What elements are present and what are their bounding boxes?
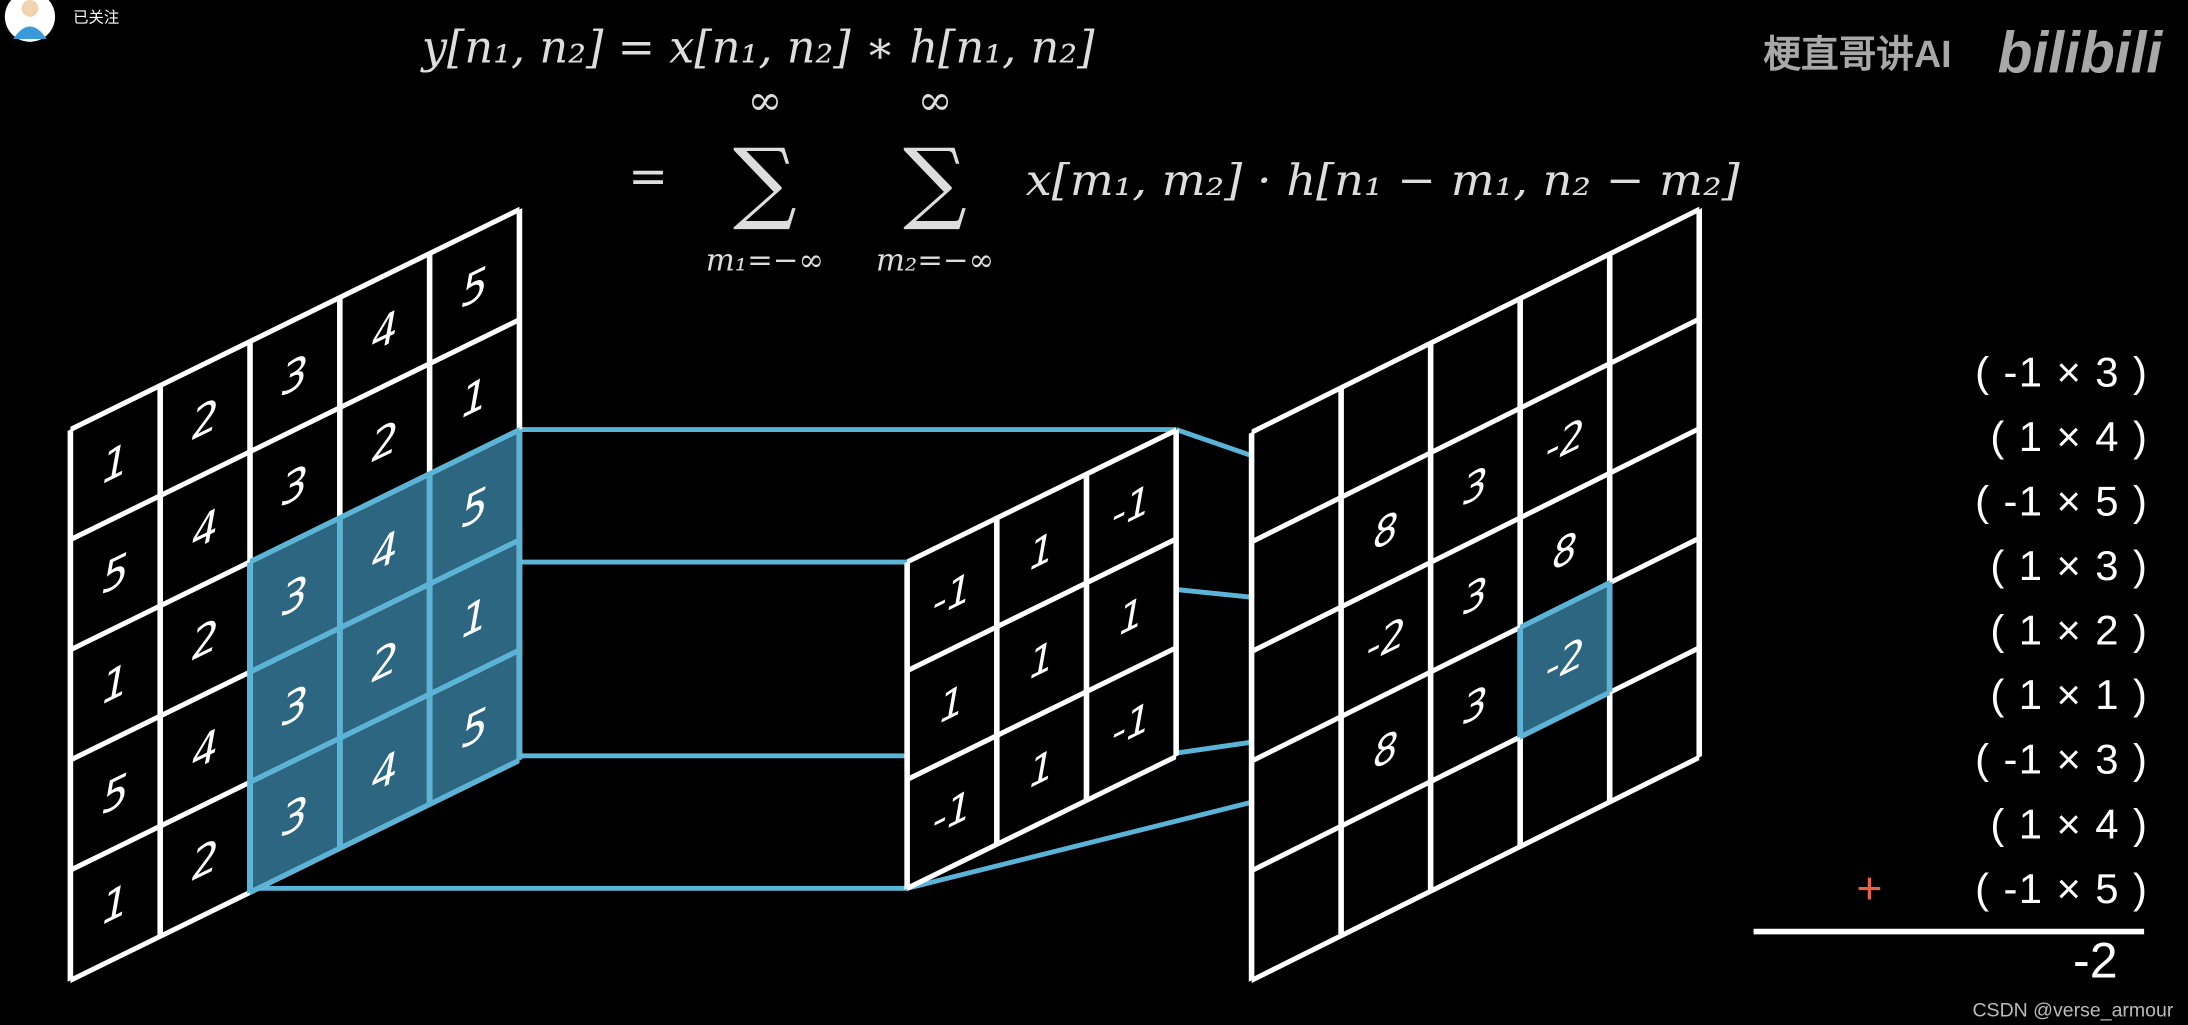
- highlight-line: [1520, 689, 1610, 740]
- grid-line: [1251, 206, 1700, 436]
- grid-line: [70, 206, 520, 433]
- calculation-term: ( 1 × 4 ): [1990, 800, 2148, 847]
- grid-background: [1251, 209, 1700, 981]
- calculation-term: ( -1 × 5 ): [1975, 865, 2148, 912]
- grid-line: [907, 753, 1177, 892]
- calculation-term: ( -1 × 3 ): [1975, 736, 2148, 783]
- calculation-term: ( 1 × 1 ): [1990, 671, 2148, 718]
- formula-equals: =: [628, 149, 668, 204]
- calculation-term: ( 1 × 4 ): [1990, 413, 2148, 460]
- grid-line: [1251, 645, 1700, 874]
- formula-summand: x[m₁, m₂] · h[n₁ − m₁, n₂ − m₂]: [1026, 156, 1740, 206]
- calculation-term: ( -1 × 5 ): [1975, 477, 2148, 524]
- bilibili-logo: bilibili: [1998, 21, 2164, 86]
- highlight-line: [250, 757, 520, 896]
- grid-line: [1251, 316, 1700, 545]
- highlight-line: [1520, 580, 1610, 631]
- channel-watermark: 梗直哥讲AI: [1763, 33, 1951, 75]
- uploader-avatar[interactable]: [4, 0, 56, 42]
- sum-1-lower: m₁=−∞: [706, 244, 824, 279]
- sum-2-upper: ∞: [918, 75, 953, 124]
- calculation-term: ( -1 × 3 ): [1975, 348, 2148, 395]
- highlight-region: [250, 429, 520, 893]
- highlight-line: [250, 647, 520, 785]
- calculation-result: -2: [2073, 933, 2118, 989]
- sum-1-upper: ∞: [747, 75, 782, 124]
- highlight-outline: [1517, 580, 1613, 740]
- plus-sign: +: [1856, 865, 1882, 914]
- highlight-outline: [247, 427, 523, 896]
- calculation-term: ( 1 × 2 ): [1990, 607, 2148, 654]
- sum-2-lower: m₂=−∞: [876, 244, 994, 279]
- grid-line: [1251, 425, 1700, 655]
- grid-line: [70, 316, 520, 543]
- highlight-line: [250, 537, 520, 675]
- highlight-line: [250, 427, 520, 565]
- formula-line-1: y[n₁, n₂] = x[n₁, n₂] ∗ h[n₁, n₂]: [420, 22, 1095, 74]
- csdn-watermark: CSDN @verse_armour: [1972, 1000, 2173, 1022]
- grid-line: [907, 427, 1177, 565]
- grid-line: [907, 644, 1177, 783]
- calculation-term: ( 1 × 3 ): [1990, 542, 2148, 589]
- grid-line: [1251, 535, 1700, 764]
- sum-2-symbol: ∑: [903, 130, 967, 234]
- grid-background: [907, 430, 1177, 889]
- sum-1-symbol: ∑: [733, 130, 797, 234]
- highlight-region: [1520, 582, 1610, 738]
- follow-status[interactable]: 已关注: [73, 9, 119, 26]
- grid-line: [1251, 754, 1700, 984]
- calculation-list: ( -1 × 3 ) ( 1 × 4 ) ( -1 × 5 ) ( 1 × 3 ) ( …: [1975, 348, 2148, 912]
- grid-line: [907, 536, 1177, 674]
